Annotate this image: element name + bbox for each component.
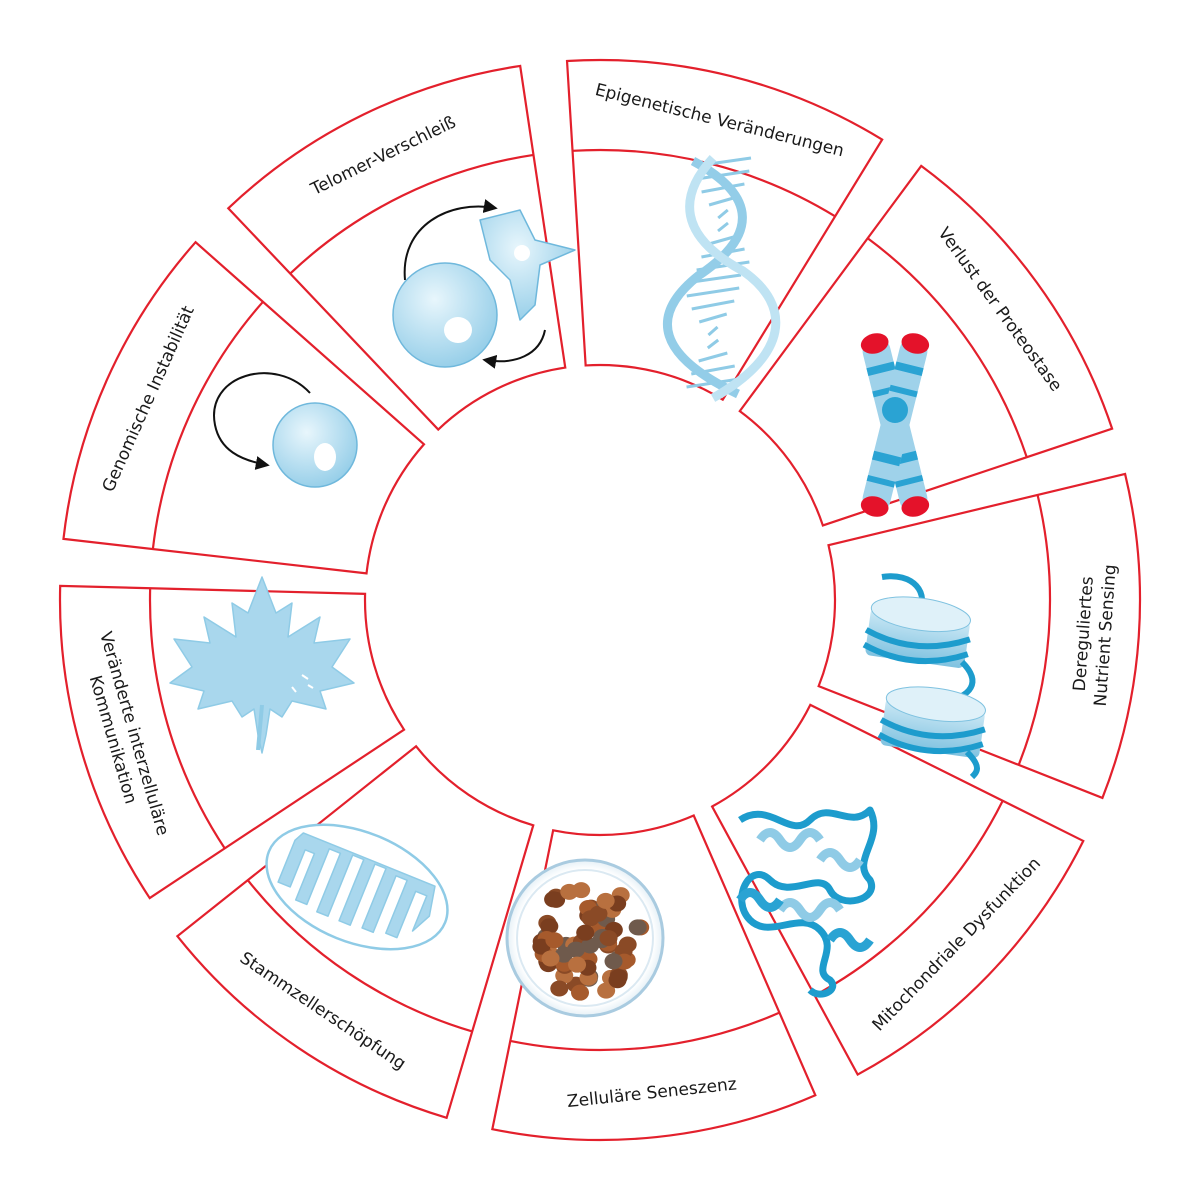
dna-rung (706, 338, 720, 350)
nutrient-pellet (597, 982, 616, 999)
cell-communication-icon (392, 199, 576, 369)
segment-label-nutrient: DereguliertesNutrient Sensing (1069, 562, 1121, 707)
chromosome-icon (860, 333, 930, 517)
segment-outline (565, 58, 884, 402)
dna-rung (707, 325, 719, 337)
nutrient-pellet (541, 950, 560, 967)
maple-leaf-icon (169, 576, 355, 754)
nutrient-pellet (550, 980, 569, 997)
nucleosome-icon (862, 573, 986, 780)
segment-outline (710, 703, 1085, 1077)
nutrient-pellet (566, 941, 585, 958)
dna-helix-icon (663, 154, 781, 402)
nutrient-pellet (609, 969, 628, 986)
mitochondrion-icon (265, 823, 449, 951)
segment-outline (62, 240, 426, 575)
nutrient-pellet (628, 919, 647, 936)
nutrient-pellet (599, 930, 618, 947)
petri-dish-icon (505, 858, 665, 1018)
segment-epigenetic (565, 58, 884, 402)
dna-rung (717, 221, 729, 233)
nutrient-pellet (604, 953, 623, 970)
dna-rung (686, 286, 740, 298)
segment-divider-arc (148, 588, 226, 849)
segment-divider-arc (246, 879, 473, 1033)
nutrient-pellet (540, 918, 559, 935)
nutrient-pellet (596, 892, 615, 909)
dna-rung (698, 351, 728, 363)
stem-cell-icon (213, 372, 358, 488)
segment-divider-arc (1017, 494, 1052, 766)
dna-rung (701, 182, 745, 194)
segment-divider-arc (289, 153, 534, 275)
segment-divider-arc (510, 1011, 780, 1052)
dna-rung (717, 208, 729, 220)
segment-genomic (62, 240, 426, 575)
nutrient-pellet (560, 883, 579, 900)
nutrient-pellet (545, 932, 564, 949)
nutrient-pellet (589, 905, 608, 922)
segment-divider-arc (867, 237, 1028, 458)
dna-rung (691, 299, 735, 311)
segment-mito (710, 703, 1085, 1077)
segment-divider-arc (151, 301, 264, 550)
protein-ribbon-icon (736, 806, 878, 998)
dna-rung (698, 312, 728, 324)
dna-rung (696, 169, 750, 181)
nutrient-pellet (568, 956, 587, 973)
nutrient-pellet (544, 891, 563, 908)
segment-divider-arc (814, 800, 1004, 997)
nutrient-pellet (576, 924, 595, 941)
nutrient-pellet (571, 984, 590, 1001)
